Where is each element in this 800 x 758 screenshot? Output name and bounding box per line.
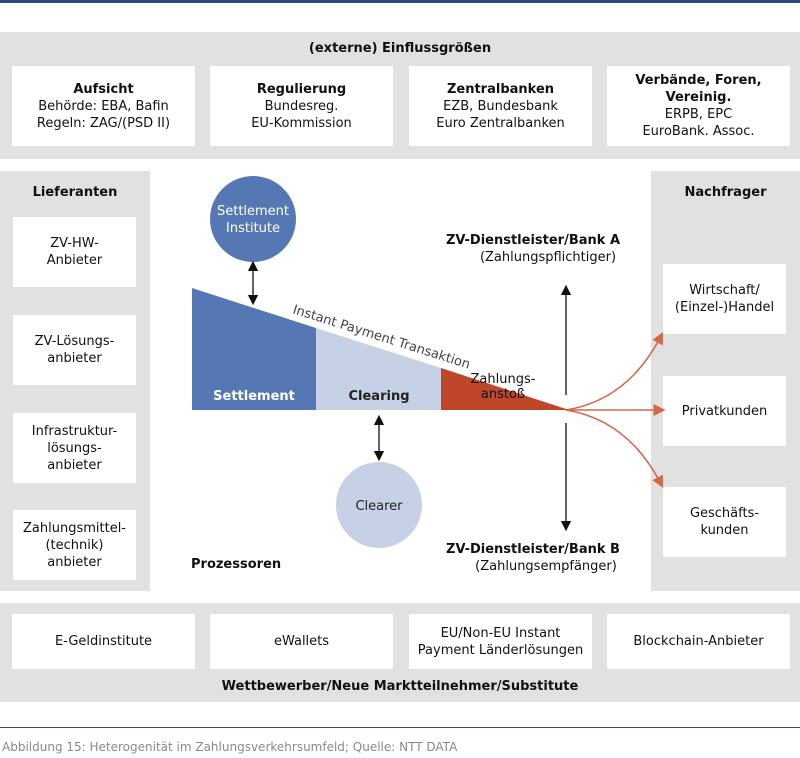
supplier-box: ZV-Lösungs-anbieter	[13, 315, 136, 385]
clearer-label: Clearer	[355, 499, 403, 514]
demander-box: Geschäfts-kunden	[663, 487, 786, 557]
supplier-box-text: anbieter	[47, 351, 102, 366]
competitor-box-text: E-Geldinstitute	[54, 634, 153, 649]
bank-b-subtitle: (Zahlungsempfänger)	[475, 559, 617, 574]
demanders-title: Nachfrager	[684, 185, 767, 200]
competitor-box: E-Geldinstitute	[12, 614, 195, 669]
competitor-box-text: EU/Non-EU Instant	[440, 625, 561, 641]
top-rule	[0, 0, 800, 3]
influence-box-line: Regeln: ZAG/(PSD II)	[36, 115, 171, 131]
clearer-circle	[336, 462, 422, 548]
influence-box: Verbände, Foren, Vereinig. ERPB, EPC EuroB…	[607, 66, 790, 146]
influences-title: (externe) Einflussgrößen	[308, 41, 492, 56]
competitor-box: Blockchain-Anbieter	[607, 614, 790, 669]
influence-box-title: Zentralbanken	[446, 81, 555, 97]
zahlungsanstoss-segment	[441, 368, 566, 410]
influence-box-line: EU-Kommission	[251, 115, 352, 131]
influence-box-line: EZB, Bundesbank	[443, 98, 558, 114]
caption-rule	[0, 727, 800, 728]
arrow-to-geschaeftskunden	[565, 409, 664, 488]
demander-box-text: kunden	[700, 523, 749, 538]
demander-box-text: Geschäfts-	[689, 506, 760, 521]
supplier-box-text: Zahlungsmittel-	[23, 520, 126, 536]
competitor-box-text: eWallets	[273, 634, 330, 649]
influence-box-title: Aufsicht	[73, 81, 134, 97]
zahlungsanstoss-line: anstoß	[481, 387, 525, 402]
settlement-label: Settlement	[213, 389, 295, 404]
supplier-box-text: lösungs-	[47, 440, 102, 456]
influence-box-line: Bundesreg.	[264, 98, 339, 114]
supplier-box-text: anbieter	[47, 457, 102, 473]
supplier-box: ZV-HW- Anbieter	[13, 217, 136, 287]
supplier-box-text: Anbieter	[46, 253, 103, 268]
competitor-box-text: Blockchain-Anbieter	[633, 634, 764, 649]
zahlungsanstoss-line: Zahlungs-	[471, 372, 536, 387]
clearing-segment	[316, 328, 441, 410]
demander-box-text: (Einzel-)Handel	[674, 300, 775, 315]
bank-b-title: ZV-Dienstleister/Bank B	[446, 542, 620, 557]
supplier-box-text: Infrastruktur-	[31, 423, 118, 439]
competitors-title: Wettbewerber/Neue Marktteilnehmer/Substi…	[221, 679, 579, 694]
supplier-box-text: anbieter	[47, 554, 102, 570]
competitor-box-text: Payment Länderlösungen	[417, 642, 584, 658]
settlement-institute-line: Institute	[226, 221, 280, 236]
competitor-box: eWallets	[210, 614, 393, 669]
bank-a-subtitle: (Zahlungspflichtiger)	[480, 250, 616, 265]
settlement-institute-circle	[210, 176, 296, 262]
demander-box-text: Privatkunden	[681, 403, 768, 419]
prozessoren-label: Prozessoren	[191, 557, 281, 572]
influence-box-line: Behörde: EBA, Bafin	[38, 98, 169, 114]
figure-caption: Abbildung 15: Heterogenität im Zahlungsv…	[2, 740, 458, 754]
bank-a-title: ZV-Dienstleister/Bank A	[446, 233, 620, 248]
demander-box: Privatkunden	[663, 376, 786, 446]
clearing-label: Clearing	[348, 389, 409, 404]
supplier-box: Zahlungsmittel-(technik)anbieter	[13, 510, 136, 580]
settlement-segment	[192, 288, 316, 410]
influence-box-title: Verbände, Foren, Vereinig.	[635, 73, 762, 105]
supplier-box: Infrastruktur-lösungs-anbieter	[13, 413, 136, 483]
demander-box-text: Wirtschaft/	[689, 283, 760, 298]
influence-box-title: Regulierung	[256, 81, 347, 97]
suppliers-title: Lieferanten	[32, 185, 118, 200]
supplier-box-text: ZV-Lösungs-	[34, 334, 115, 349]
influence-box-line: Euro Zentralbanken	[436, 115, 565, 131]
demander-box: Wirtschaft/ (Einzel-)Handel	[663, 264, 786, 334]
influence-box-line: ERPB, EPC	[664, 107, 733, 122]
supplier-box-text: ZV-HW-	[50, 236, 99, 251]
influence-box-line: EuroBank. Assoc.	[642, 124, 755, 139]
supplier-box-text: (technik)	[45, 537, 104, 553]
settlement-institute-line: Settlement	[217, 204, 289, 219]
arrow-to-wirtschaft	[565, 332, 664, 411]
zahlungsanstoss-label: Zahlungs-anstoß	[471, 372, 536, 402]
